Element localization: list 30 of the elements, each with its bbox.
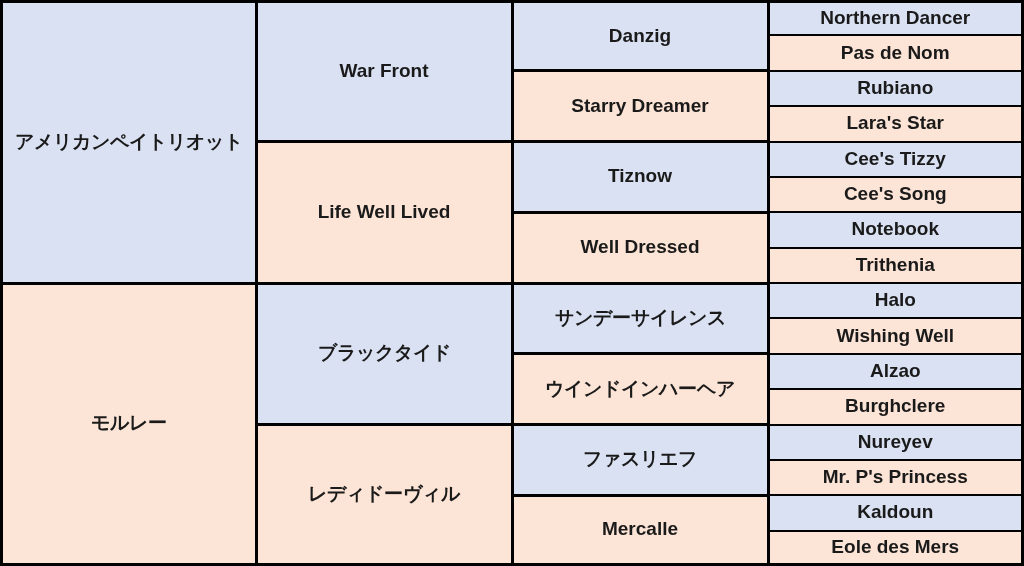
pedigree-cell: Pas de Nom [769, 36, 1021, 70]
pedigree-cell: Notebook [769, 213, 1021, 247]
pedigree-cell: Rubiano [769, 71, 1021, 106]
pedigree-cell: Cee's Tizzy [769, 142, 1021, 176]
pedigree-cell: Kaldoun [769, 496, 1021, 530]
pedigree-cell: Life Well Lived [257, 143, 511, 282]
pedigree-cell: ウインドインハーヘア [513, 355, 767, 423]
pedigree-cell: Burghclere [769, 390, 1021, 424]
pedigree-cell: アメリカンペイトリオット [3, 3, 255, 282]
pedigree-cell: Halo [769, 284, 1021, 318]
pedigree-cell: Nureyev [769, 425, 1021, 459]
pedigree-cell: Trithenia [769, 248, 1021, 282]
pedigree-cell: Tiznow [513, 143, 767, 211]
pedigree-cell: ファスリエフ [513, 426, 767, 494]
pedigree-cell: Cee's Song [769, 177, 1021, 212]
pedigree-cell: Starry Dreamer [513, 72, 767, 140]
pedigree-cell: Northern Dancer [769, 3, 1021, 35]
pedigree-cell: Eole des Mers [769, 531, 1021, 563]
pedigree-cell: ブラックタイド [257, 284, 511, 423]
pedigree-cell: Mercalle [513, 496, 767, 563]
pedigree-cell: Mr. P's Princess [769, 460, 1021, 495]
pedigree-cell: Alzao [769, 354, 1021, 389]
pedigree-cell: Lara's Star [769, 107, 1021, 141]
pedigree-cell: Danzig [513, 3, 767, 70]
pedigree-cell: War Front [257, 3, 511, 140]
pedigree-cell: Well Dressed [513, 213, 767, 282]
pedigree-cell: サンデーサイレンス [513, 284, 767, 353]
pedigree-cell: Wishing Well [769, 319, 1021, 353]
pedigree-cell: レディドーヴィル [257, 426, 511, 563]
pedigree-cell: モルレー [3, 284, 255, 563]
